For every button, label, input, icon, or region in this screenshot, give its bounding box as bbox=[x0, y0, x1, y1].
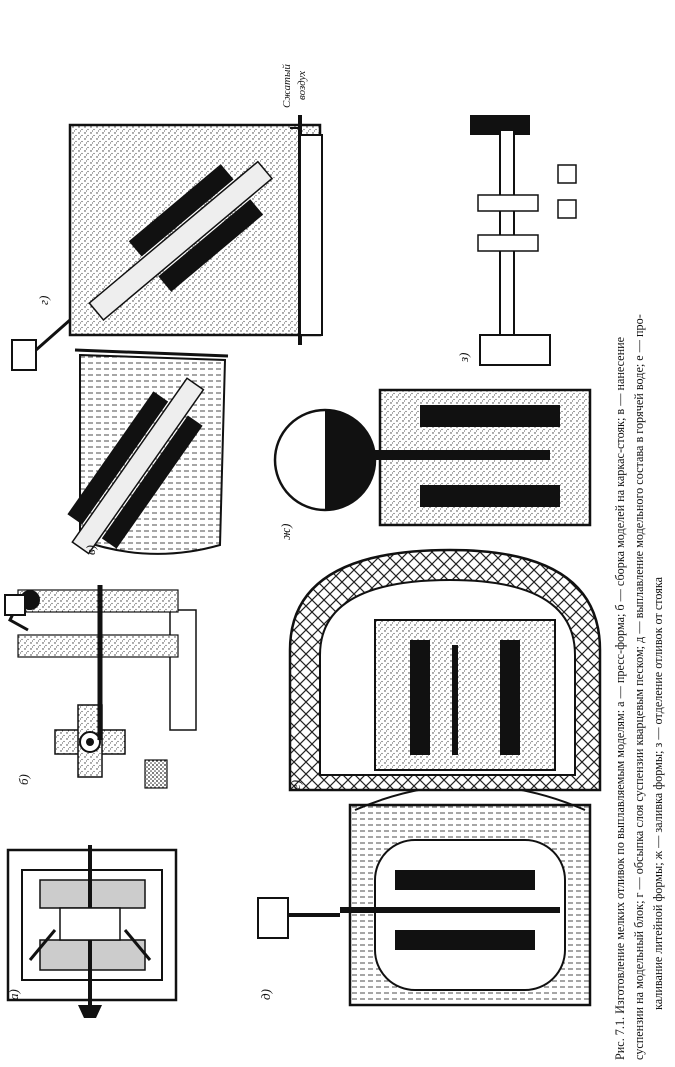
label-v: в) bbox=[83, 545, 98, 555]
cross-model bbox=[54, 704, 126, 778]
label-g: г) bbox=[36, 296, 51, 305]
caption-line-2: суспензии на модельный блок; г — обсыпка… bbox=[632, 314, 646, 1060]
panel-g-sand-coating: Сжатый воздух bbox=[11, 64, 323, 371]
label-a: а) bbox=[6, 989, 21, 1000]
panel-v-slurry-coating bbox=[4, 348, 229, 632]
compressed-air-label-1: Сжатый bbox=[281, 64, 293, 108]
melting-models bbox=[340, 870, 560, 950]
label-e: е) bbox=[288, 780, 303, 790]
caption-line-1: Рис. 7.1. Изготовление мелких отливок по… bbox=[613, 337, 627, 1060]
panel-zh-pouring bbox=[273, 388, 592, 527]
label-d: д) bbox=[258, 989, 273, 1000]
panel-z-separation bbox=[470, 115, 577, 366]
panel-b-assembly bbox=[17, 585, 197, 789]
panel-d-melting bbox=[257, 784, 592, 1007]
label-z: з) bbox=[456, 353, 471, 363]
riser-with-models bbox=[17, 585, 197, 740]
label-b: б) bbox=[16, 774, 31, 785]
caption-line-3: каливание литейной формы; ж — заливка фо… bbox=[651, 576, 665, 1010]
compressed-air-label-2: воздух bbox=[296, 71, 308, 100]
panel-a-press-form bbox=[6, 845, 178, 1018]
label-zh: ж) bbox=[278, 524, 293, 540]
panel-e-calcination bbox=[288, 548, 602, 792]
